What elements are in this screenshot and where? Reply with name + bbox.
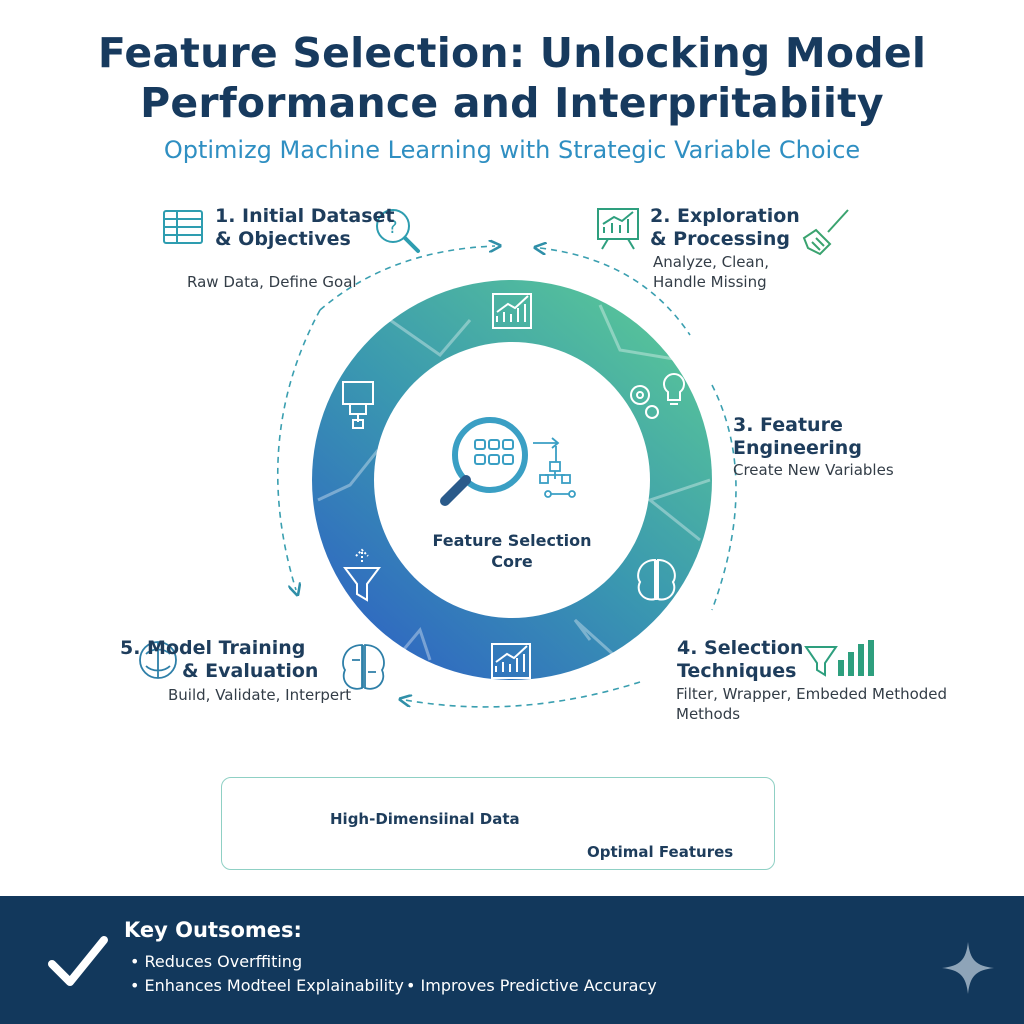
- step-2-desc-line-1: Analyze, Clean,: [653, 253, 769, 271]
- step-5-desc: Build, Validate, Interpert: [168, 686, 352, 704]
- brain-step5-right-icon: [342, 644, 385, 690]
- step-3-title: 3. Feature Engineering: [733, 414, 862, 460]
- ring-document-flow-icon: [342, 381, 374, 429]
- arrow-2-to-3: [540, 248, 691, 336]
- broom-icon: [802, 209, 849, 256]
- funnel-chart-icon: [804, 640, 874, 677]
- magnifier-grid-icon: [440, 417, 528, 506]
- step-2-title-line-2: & Processing: [650, 228, 790, 250]
- step-4-desc-line-2: Methods: [676, 705, 741, 723]
- step-4-desc-line-1: Filter, Wrapper, Embeded Methoded: [676, 685, 948, 703]
- step-4-title-line-2: Techniques: [677, 660, 797, 682]
- step-1-title-line-1: 1. Initial Dataset: [215, 205, 395, 227]
- step-4-desc: Filter, Wrapper, Embeded Methoded Method…: [676, 684, 947, 724]
- page-title: Feature Selection: Unlocking Model Perfo…: [0, 28, 1024, 128]
- ring-funnel-icon: [343, 548, 381, 602]
- svg-text:?: ?: [388, 217, 398, 238]
- arrow-1-to-2: [319, 246, 495, 311]
- comparison-box: [221, 777, 775, 870]
- ring-brain-right-icon: [637, 558, 676, 601]
- optimal-features-label: Optimal Features: [587, 843, 734, 861]
- ring-chart-bottom-icon: [491, 643, 531, 679]
- ring-segment-dividers: [317, 304, 711, 667]
- ring-icons: [342, 293, 685, 679]
- core-icons: [440, 417, 576, 506]
- step-3-desc: Create New Variables: [733, 461, 894, 479]
- dashed-flow-arrows: [276, 246, 737, 708]
- step-1-desc: Raw Data, Define Goal: [187, 273, 357, 291]
- step-1-title: 1. Initial Dataset & Objectives: [215, 205, 394, 251]
- outcome-item-3-text: Improves Predictive Accuracy: [420, 976, 657, 995]
- core-label-line-2: Core: [491, 552, 533, 571]
- step-4-title: 4. Selection Techniques: [677, 637, 803, 683]
- step-2-title: 2. Exploration & Processing: [650, 205, 800, 251]
- step-2-desc: Analyze, Clean, Handle Missing: [653, 252, 769, 292]
- key-outcomes-footer: Key Outsomes: • Reduces Overffiting • En…: [0, 896, 1024, 1024]
- cycle-diagram: ?: [139, 208, 874, 859]
- step-5-title-line-1: 5. Model Training: [120, 637, 306, 659]
- step-2-title-line-1: 2. Exploration: [650, 205, 800, 227]
- step-1-title-line-2: & Objectives: [215, 228, 351, 250]
- core-label-line-1: Feature Selection: [432, 531, 592, 550]
- outcome-item-1-text: Reduces Overffiting: [144, 952, 303, 971]
- key-outcomes-title: Key Outsomes:: [124, 918, 302, 942]
- arrow-3-to-4: [711, 384, 737, 611]
- step-3-title-line-1: 3. Feature: [733, 414, 843, 436]
- footer-check-icon: [48, 936, 108, 986]
- title-line-1: Feature Selection: Unlocking Model: [97, 29, 927, 77]
- page-subtitle: Optimizg Machine Learning with Strategic…: [163, 136, 861, 164]
- ring-gears-bulb-icon: [630, 373, 685, 419]
- arrow-1-to-5: [276, 309, 321, 590]
- outcome-item-2-text: Enhances Modteel Explainability: [144, 976, 404, 995]
- sparkle-icon: [942, 942, 994, 994]
- table-icon: [163, 210, 203, 244]
- step-4-title-line-1: 4. Selection: [677, 637, 804, 659]
- outcome-item-2: • Enhances Modteel Explainability: [130, 976, 404, 995]
- step-5-title: 5. Model Training & Evaluation: [120, 637, 318, 683]
- question-magnifier-icon: ?: [376, 209, 420, 253]
- outcome-item-3: • Improves Predictive Accuracy: [406, 976, 657, 995]
- ring-chart-top-icon: [492, 293, 532, 329]
- chart-board-icon: [597, 208, 639, 250]
- step-2-desc-line-2: Handle Missing: [653, 273, 767, 291]
- outcome-item-1: • Reduces Overffiting: [130, 952, 303, 971]
- arrow-4-to-5: [405, 681, 641, 708]
- title-line-2: Performance and Interpritabiity: [140, 79, 884, 127]
- brain-step5-left-icon: [139, 641, 177, 679]
- step-3-title-line-2: Engineering: [733, 437, 862, 459]
- core-label: Feature Selection Core: [412, 530, 612, 572]
- high-dimensional-label: High-Dimensiinal Data: [330, 810, 520, 828]
- step-5-title-line-2: & Evaluation: [182, 660, 319, 682]
- flowchart-icon: [533, 437, 576, 498]
